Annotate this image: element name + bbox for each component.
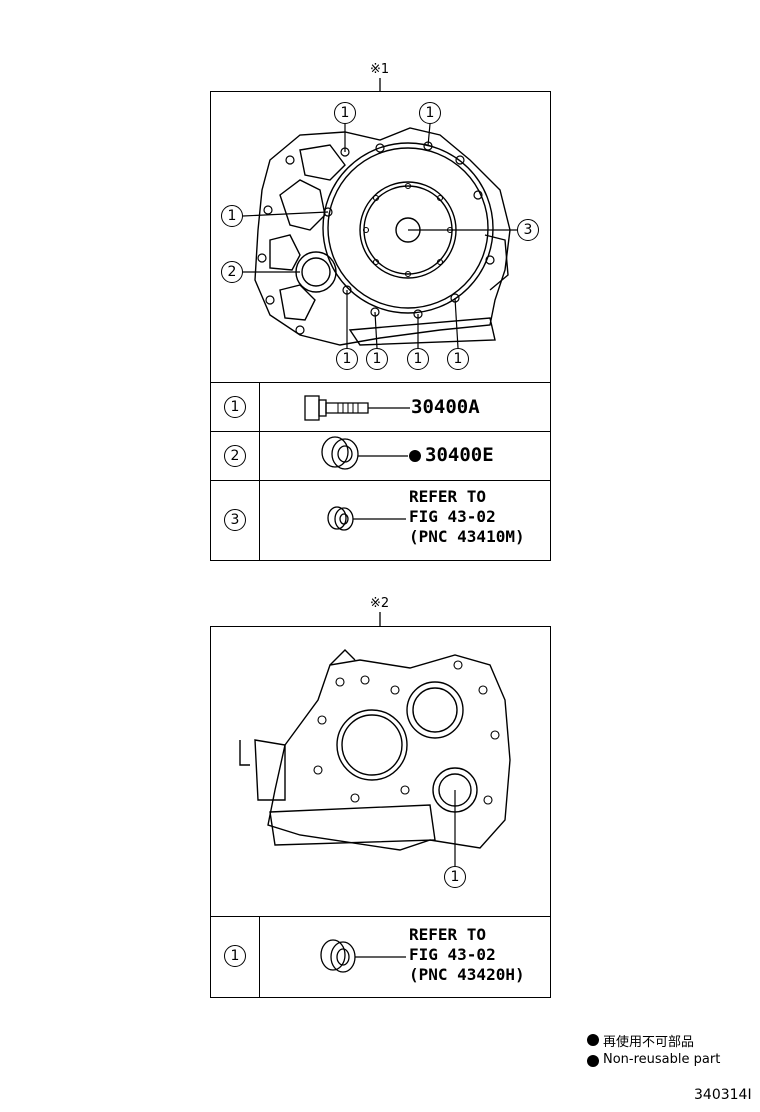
legend-english: Non-reusable part [603,1052,721,1067]
callout-2-left: 2 [221,261,243,283]
callout-1-bottom-a: 1 [336,348,358,370]
table2-num-1: 1 [224,945,246,967]
table1-row-3 [210,480,551,561]
legend-dot-icon-2 [587,1055,599,1067]
table1-num-1: 1 [224,396,246,418]
table1-row-2 [210,431,551,481]
legend-japanese: 再使用不可部品 [603,1035,695,1050]
callout-1-left: 1 [221,205,243,227]
section1-frame [210,91,551,561]
figure-id: 340314I [694,1087,752,1103]
refer-text-2: REFER TO FIG 43-02 (PNC 43420H) [409,925,525,984]
callout-1-top-right: 1 [419,102,441,124]
section2-marker: ※2 [370,596,390,611]
oil-seal-icon-2 [320,939,406,973]
oil-seal-small-icon [327,506,406,531]
table1-divider [259,382,260,561]
non-reusable-dot-icon [409,450,421,462]
callout-1-bottom-d: 1 [447,348,469,370]
section1-marker: ※1 [370,62,390,77]
table1-row-1 [210,382,551,432]
part-number-30400E: 30400E [425,444,494,466]
callout-1-bottom-c: 1 [407,348,429,370]
table1-num-2: 2 [224,445,246,467]
table2-row-1 [210,916,551,998]
section2-frame [210,626,551,998]
part-number-30400A: 30400A [411,396,480,418]
legend-dot-icon-1 [587,1034,599,1046]
refer-text-1: REFER TO FIG 43-02 (PNC 43410M) [409,487,525,546]
callout-1-bottom-b: 1 [366,348,388,370]
oil-seal-icon [321,436,408,470]
callout-1-section2: 1 [444,866,466,888]
transaxle-rear-drawing [239,649,511,851]
table2-divider [259,916,260,998]
callout-1-top-left: 1 [334,102,356,124]
table1-num-3: 3 [224,509,246,531]
callout-3-right: 3 [517,219,539,241]
bolt-icon [304,395,410,421]
